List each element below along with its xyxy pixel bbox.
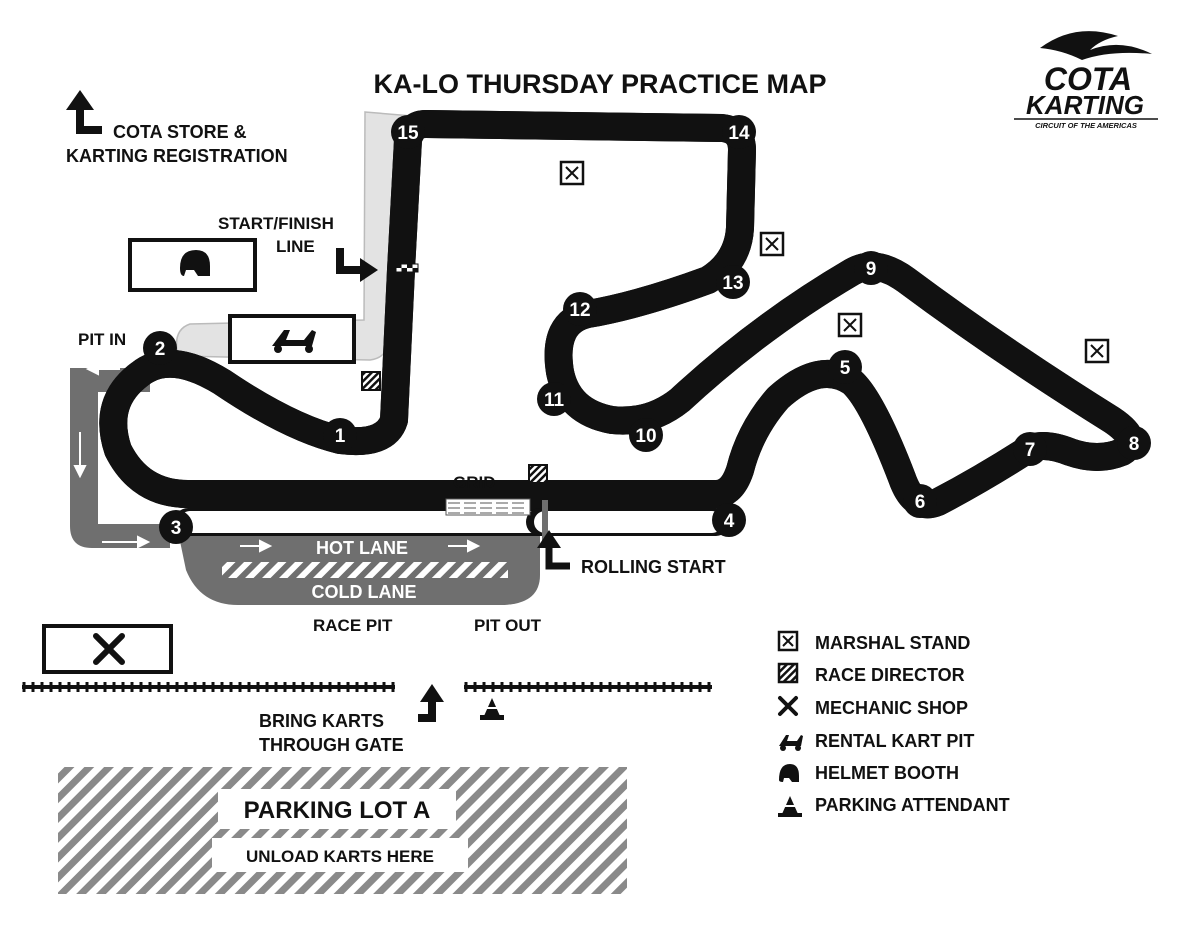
legend-label: RENTAL KART PIT — [815, 731, 974, 751]
hot-lane-label: HOT LANE — [316, 538, 408, 558]
svg-text:1: 1 — [335, 426, 346, 447]
pit-in-label: PIT IN — [78, 330, 126, 349]
svg-text:2: 2 — [155, 339, 166, 360]
svg-text:4: 4 — [724, 511, 735, 532]
parking-lot-subtitle: UNLOAD KARTS HERE — [246, 847, 434, 866]
parking-attendant-icon — [480, 698, 504, 720]
legend-label: HELMET BOOTH — [815, 763, 959, 783]
svg-text:8: 8 — [1129, 434, 1140, 455]
turn-11-marker: 11 — [537, 382, 571, 416]
gate-label-line1: BRING KARTS — [259, 711, 384, 731]
svg-text:10: 10 — [635, 426, 656, 447]
svg-text:7: 7 — [1025, 440, 1036, 461]
helmet-icon — [180, 250, 210, 276]
right-arrow-icon — [360, 258, 378, 282]
start-finish-label-line1: START/FINISH — [218, 214, 334, 233]
turn-2-marker: 2 — [143, 331, 177, 365]
marshal-stand-icon — [837, 312, 863, 338]
svg-text:5: 5 — [840, 358, 851, 379]
turn-5-marker: 5 — [828, 350, 862, 384]
turn-13-marker: 13 — [716, 265, 750, 299]
race-director-icon — [361, 371, 381, 391]
race-director-icon — [528, 464, 548, 484]
mechanic-shop-icon — [93, 633, 125, 665]
pit-direction-arrows — [73, 362, 481, 553]
store-label-line1: COTA STORE & — [113, 122, 247, 142]
turn-6-marker: 6 — [903, 484, 937, 518]
turn-9-marker: 9 — [854, 251, 888, 285]
up-arrow-icon — [420, 684, 444, 702]
turn-3-marker: 3 — [159, 510, 193, 544]
svg-text:6: 6 — [915, 492, 926, 513]
svg-text:12: 12 — [569, 300, 590, 321]
lane-divider — [222, 562, 508, 578]
marshal-stand-icon — [1084, 338, 1110, 364]
legend-label: PARKING ATTENDANT — [815, 795, 1010, 815]
svg-text:15: 15 — [397, 123, 419, 144]
legend-label: MECHANIC SHOP — [815, 698, 968, 718]
pit-out-label: PIT OUT — [474, 616, 542, 635]
legend-race-director-icon — [777, 662, 799, 684]
grid-label: GRID — [453, 473, 496, 492]
svg-text:9: 9 — [866, 259, 877, 280]
rolling-start-label: ROLLING START — [581, 557, 726, 577]
legend-mechanic-shop-icon — [778, 696, 798, 716]
logo-line2: KARTING — [1026, 90, 1144, 120]
turn-15-marker: 15 — [391, 115, 425, 149]
cota-karting-logo: COTA KARTING CIRCUIT OF THE AMERICAS — [1014, 31, 1158, 130]
race-pit-label: RACE PIT — [313, 616, 393, 635]
up-arrow-icon — [537, 530, 561, 548]
parking-lot-title: PARKING LOT A — [244, 797, 431, 824]
pit-in-lane — [70, 368, 170, 548]
logo-line1: COTA — [1044, 61, 1132, 97]
legend-marshal-stand-icon — [777, 630, 799, 652]
legend-parking-attendant-icon — [778, 796, 802, 817]
turn-12-marker: 12 — [563, 292, 597, 326]
legend-label: RACE DIRECTOR — [815, 665, 965, 685]
turn-8-marker: 8 — [1117, 426, 1151, 460]
starting-grid — [445, 498, 531, 516]
mechanic-shop — [42, 624, 173, 674]
up-arrow-icon — [66, 90, 94, 110]
turn-1-marker: 1 — [323, 418, 357, 452]
start-finish-label-line2: LINE — [276, 237, 315, 256]
cold-lane-label: COLD LANE — [312, 582, 417, 602]
turn-4-marker: 4 — [712, 503, 746, 537]
legend-rental-kart-pit-icon — [779, 735, 803, 751]
legend-helmet-booth-icon — [779, 764, 799, 782]
marshal-stand-icon — [559, 160, 585, 186]
map-title: KA-LO THURSDAY PRACTICE MAP — [373, 69, 826, 99]
rental-kart-pit — [228, 314, 356, 364]
parking-lot-a — [58, 767, 627, 894]
turn-10-marker: 10 — [629, 418, 663, 452]
svg-text:14: 14 — [728, 123, 750, 144]
svg-text:13: 13 — [722, 273, 743, 294]
legend: MARSHAL STAND RACE DIRECTOR MECHANIC SHO… — [777, 630, 1010, 817]
store-label-line2: KARTING REGISTRATION — [66, 146, 288, 166]
logo-tagline: CIRCUIT OF THE AMERICAS — [1035, 121, 1137, 130]
svg-text:11: 11 — [544, 390, 565, 411]
legend-label: MARSHAL STAND — [815, 633, 970, 653]
kart-icon — [272, 330, 316, 353]
turn-14-marker: 14 — [722, 115, 756, 149]
svg-text:3: 3 — [171, 518, 182, 539]
gate-label-line2: THROUGH GATE — [259, 735, 404, 755]
marshal-stand-icon — [759, 231, 785, 257]
turn-7-marker: 7 — [1013, 432, 1047, 466]
fence-posts — [22, 682, 711, 692]
